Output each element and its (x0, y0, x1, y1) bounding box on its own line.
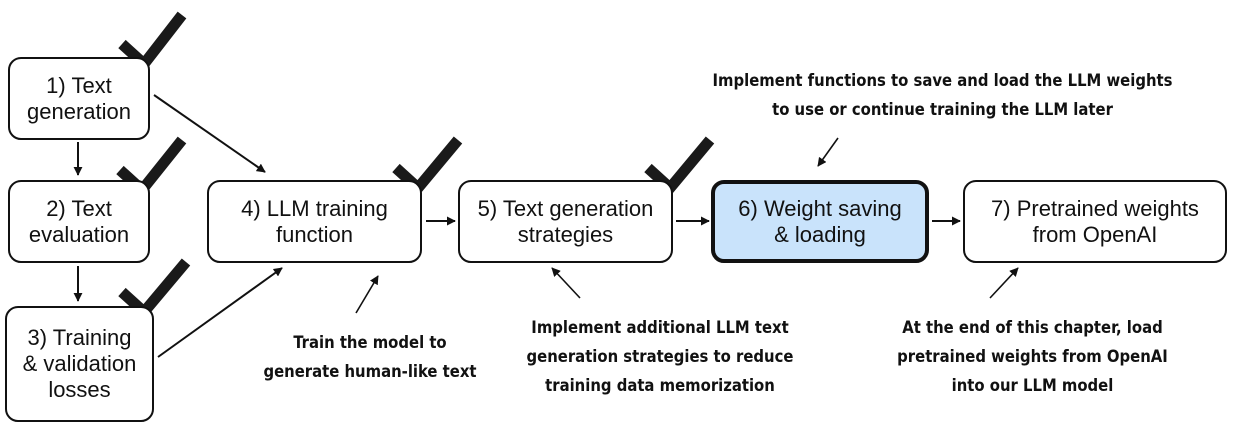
arrow-step1-to-step4 (153, 94, 266, 173)
step-1-box: 1) Text generation (8, 57, 150, 140)
step-2-box: 2) Text evaluation (8, 180, 150, 263)
step-7-box: 7) Pretrained weights from OpenAI (963, 180, 1227, 263)
note-step-7: At the end of this chapter, load pretrai… (897, 318, 1168, 395)
step-3-box: 3) Training & validation losses (5, 306, 154, 422)
pointer-note-step6 (817, 137, 839, 167)
step-4-box: 4) LLM training function (207, 180, 422, 263)
pointer-note-step5 (551, 267, 581, 299)
step-6-label: 6) Weight saving & loading (738, 195, 902, 247)
step-3-label: 3) Training & validation losses (22, 325, 137, 402)
pointer-note-step4 (355, 275, 379, 314)
step-6-box-highlighted: 6) Weight saving & loading (711, 180, 929, 263)
step-7-label: 7) Pretrained weights from OpenAI (991, 195, 1199, 247)
step-5-label: 5) Text generation strategies (477, 195, 654, 247)
checkmark-icon (118, 258, 191, 320)
note-step-4: Train the model to generate human-like t… (263, 333, 477, 381)
step-2-label: 2) Text evaluation (28, 195, 130, 247)
pointer-note-step7 (989, 267, 1019, 299)
note-step-5: Implement additional LLM text generation… (526, 318, 794, 395)
note-step-6: Implement functions to save and load the… (712, 71, 1173, 119)
arrow-step3-to-step4 (157, 267, 283, 358)
step-1-label: 1) Text generation (27, 72, 131, 124)
step-4-label: 4) LLM training function (241, 195, 388, 247)
step-5-box: 5) Text generation strategies (458, 180, 673, 263)
